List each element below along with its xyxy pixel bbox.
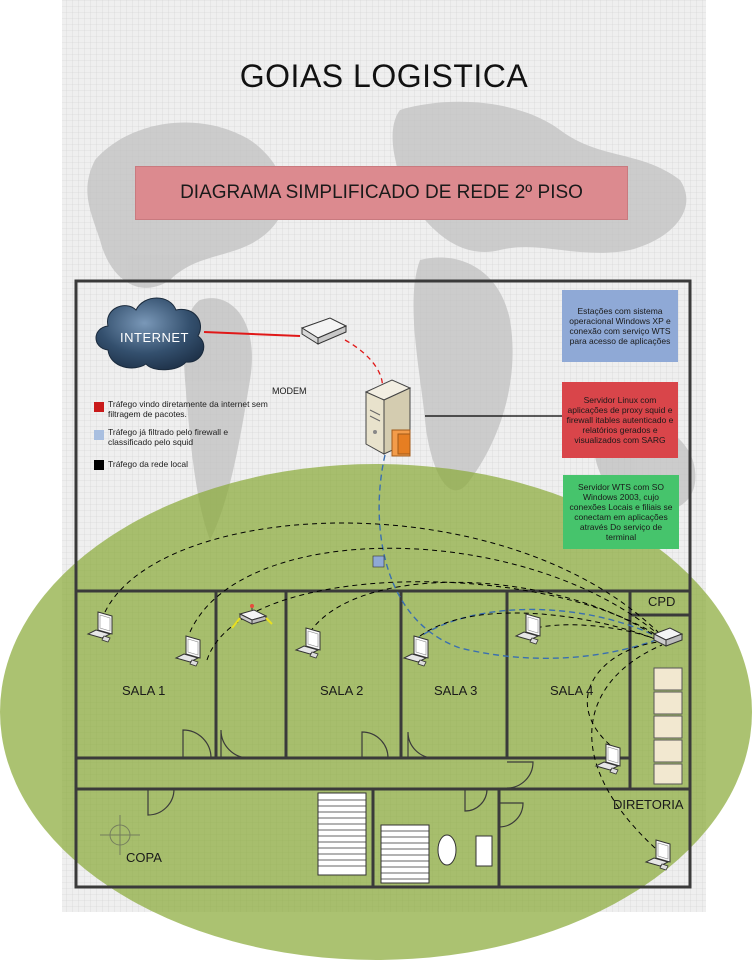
diagram-subtitle: DIAGRAMA SIMPLIFICADO DE REDE 2º PISO (135, 166, 628, 220)
walls (76, 589, 690, 887)
doors (147, 729, 534, 828)
building-outline (74, 279, 692, 889)
room-label-sala2: SALA 2 (320, 683, 364, 698)
legend-black-swatch (94, 460, 104, 470)
workstation-sala3 (403, 635, 429, 667)
red-modem-link (344, 339, 384, 391)
modem-icon (300, 317, 348, 345)
info-box-linux-server: Servidor Linux com aplicações de proxy s… (562, 382, 678, 458)
copa-table (100, 815, 140, 855)
internet-label: INTERNET (120, 330, 189, 345)
page-title: GOIAS LOGISTICA (239, 58, 529, 94)
blue-filtered-traffic (378, 454, 657, 659)
room-label-sala1: SALA 1 (122, 683, 166, 698)
workstation-sala2 (295, 627, 321, 659)
legend-red-text: Tráfego vindo diretamente da internet se… (108, 399, 268, 419)
room-label-copa: COPA (126, 850, 162, 865)
room-label-cpd: CPD (648, 594, 676, 609)
info-box-workstations: Estações com sistema operacional Windows… (562, 290, 678, 362)
cpd-switch (652, 627, 684, 647)
stairs (317, 792, 493, 884)
legend-black-text: Tráfego da rede local (108, 459, 189, 469)
legend-blue-text: Tráfego já filtrado pelo firewall e clas… (108, 427, 229, 447)
room-label-diretoria: DIRETORIA (613, 797, 684, 812)
internet-cloud-icon (95, 297, 205, 371)
wireless-coverage-ellipse (0, 464, 752, 960)
switch-marker (372, 555, 385, 568)
wireless-access-point (231, 604, 273, 629)
info-box-wts-server: Servidor WTS com SO Windows 2003, cujo c… (563, 475, 679, 549)
red-internet-link (203, 331, 301, 337)
workstation-sala4-b (595, 743, 621, 775)
legend-red-swatch (94, 402, 104, 412)
workstation-sala1-a (87, 611, 113, 643)
room-label-sala3: SALA 3 (434, 683, 478, 698)
room-label-sala4: SALA 4 (550, 683, 594, 698)
linux-server-icon (364, 379, 412, 457)
cpd-server-rack (653, 667, 683, 785)
workstation-sala1-b (175, 635, 201, 667)
legend-blue-swatch (94, 430, 104, 440)
modem-label: MODEM (272, 386, 307, 396)
workstation-diretoria (645, 839, 671, 871)
workstation-sala4 (515, 613, 541, 645)
